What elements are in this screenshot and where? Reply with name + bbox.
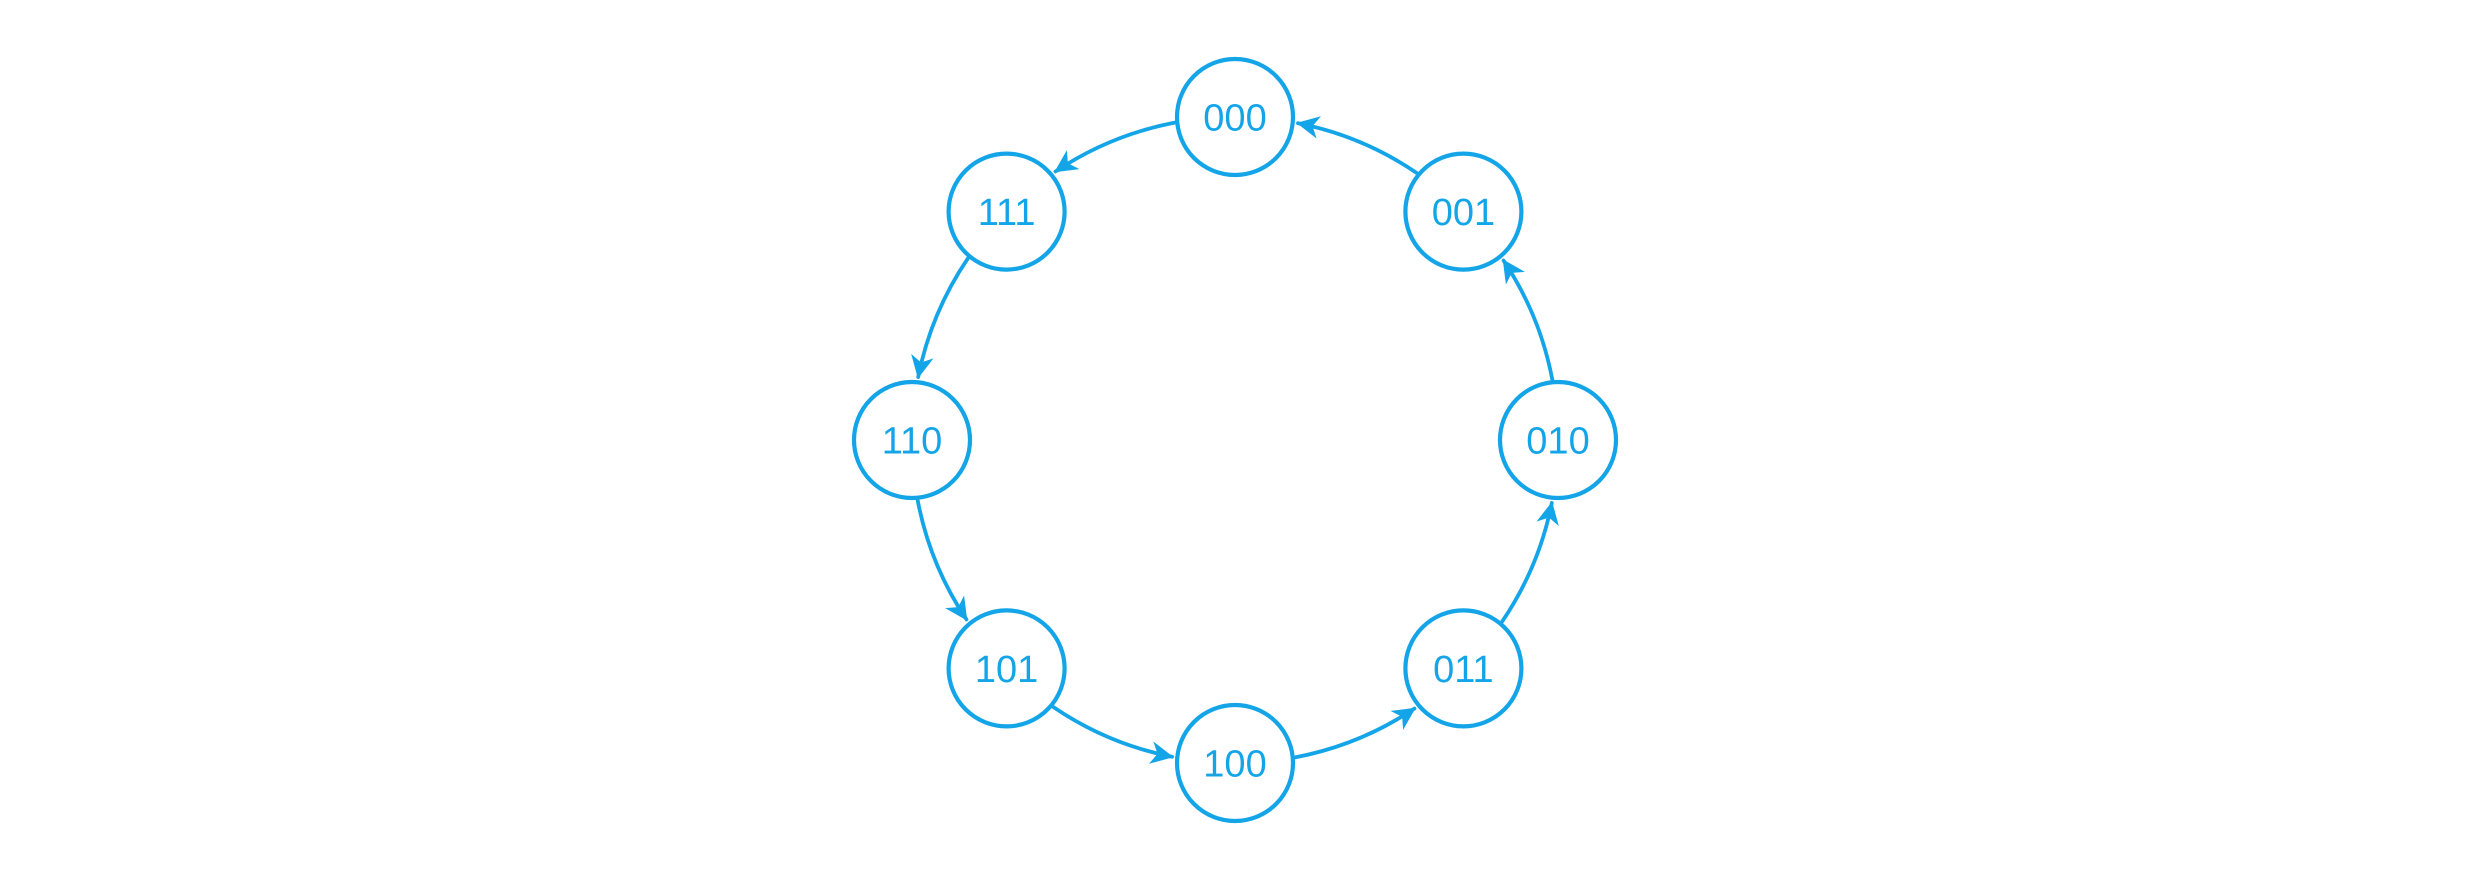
state-node-101: 101 [946, 608, 1067, 729]
state-node-circle [1403, 608, 1524, 729]
state-node-label: 000 [1203, 98, 1266, 140]
state-node-label: 001 [1432, 192, 1495, 234]
state-node-circle [1174, 56, 1296, 178]
state-node-label: 101 [975, 649, 1038, 691]
state-node-010: 010 [1497, 379, 1619, 501]
state-node-110: 110 [851, 379, 973, 501]
state-node-circle [1403, 151, 1524, 272]
state-node-label: 011 [1433, 649, 1494, 691]
transition-arrow-100-to-011 [1293, 706, 1417, 760]
state-node-circle [851, 379, 973, 501]
transition-arrow-101-to-100 [1051, 705, 1174, 764]
transition-arrow-000-to-111 [1053, 120, 1177, 174]
state-node-011: 011 [1403, 608, 1524, 729]
state-node-circle [946, 151, 1067, 272]
state-node-circle [1497, 379, 1619, 501]
transition-arrow-110-to-101 [915, 498, 969, 622]
state-node-000: 000 [1174, 56, 1296, 178]
state-node-label: 110 [882, 421, 943, 463]
transition-arrow-010-to-001 [1501, 258, 1555, 382]
state-node-001: 001 [1403, 151, 1524, 272]
transition-arrow-011-to-010 [1500, 501, 1559, 624]
state-node-label: 100 [1203, 744, 1266, 786]
transition-arrow-001-to-000 [1296, 116, 1419, 175]
state-node-100: 100 [1174, 702, 1296, 824]
state-node-111: 111 [946, 151, 1067, 272]
transition-arrow-111-to-110 [911, 256, 970, 379]
state-node-label: 010 [1526, 421, 1589, 463]
state-node-circle [946, 608, 1067, 729]
state-node-label: 111 [978, 192, 1036, 234]
state-node-circle [1174, 702, 1296, 824]
